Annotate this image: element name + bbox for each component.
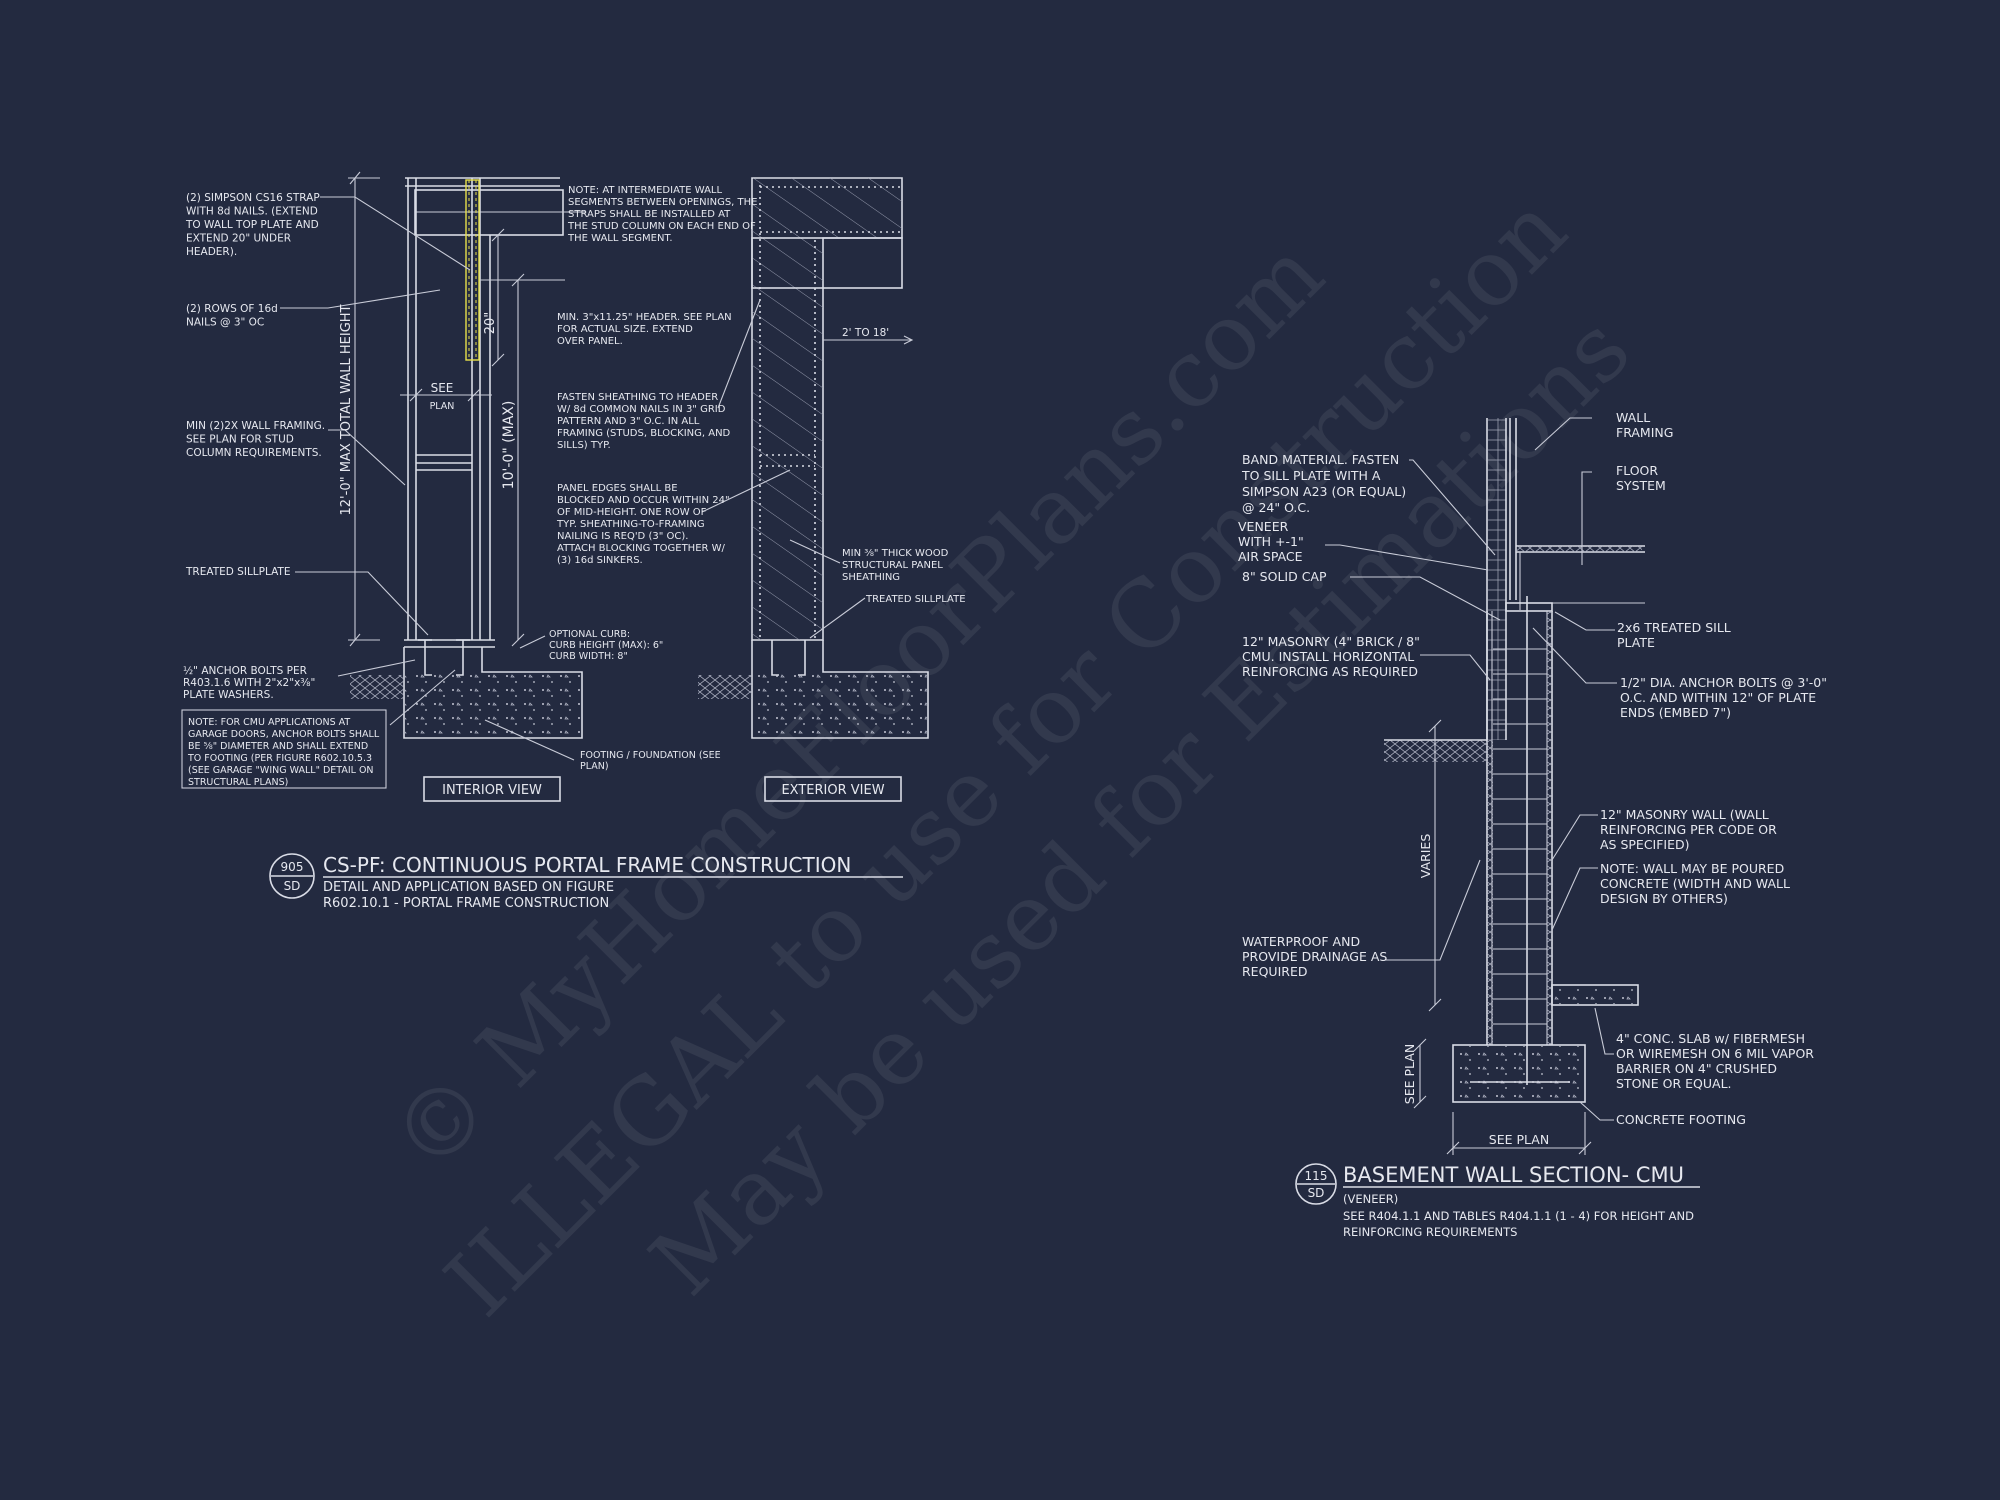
detail-bubble-905 xyxy=(269,853,315,899)
strap-highlight xyxy=(465,179,480,361)
portal-frame-title-block: 905 SD CS-PF: CONTINUOUS PORTAL FRAME CO… xyxy=(269,853,903,911)
portal-frame-interior-view xyxy=(280,171,585,761)
note-sillplate-2: TREATED SILLPLATE xyxy=(865,594,966,605)
detail-number: 905 xyxy=(281,860,304,874)
basement-title-block: 115 SD BASEMENT WALL SECTION- CMU (VENEE… xyxy=(1295,1163,1700,1239)
note-cap: 8" SOLID CAP xyxy=(1242,569,1327,584)
detail-subtitle-2: R602.10.1 - PORTAL FRAME CONSTRUCTION xyxy=(323,896,609,911)
basement-dimensions: VARIES SEE PLAN SEE PLAN xyxy=(1402,834,1549,1147)
basement-subtitle-1: SEE R404.1.1 AND TABLES R404.1.1 (1 - 4)… xyxy=(1343,1209,1694,1223)
dim-varies: VARIES xyxy=(1418,834,1433,879)
dim-see-plan-horizontal: SEE PLAN xyxy=(1489,1132,1549,1147)
basement-detail-number: 115 xyxy=(1305,1169,1328,1183)
basement-subtitle-2: REINFORCING REQUIREMENTS xyxy=(1343,1225,1517,1239)
dim-see-plan-vertical: SEE PLAN xyxy=(1402,1044,1417,1104)
dim-2-to-18: 2' TO 18' xyxy=(842,327,889,339)
detail-title: CS-PF: CONTINUOUS PORTAL FRAME CONSTRUCT… xyxy=(323,853,851,877)
cmu-courses xyxy=(1493,648,1547,1025)
label-exterior-view: EXTERIOR VIEW xyxy=(781,783,884,798)
note-framing: MIN (2)2X WALL FRAMING.SEE PLAN FOR STUD… xyxy=(186,420,325,459)
portal-frame-dimensions: 12'-0" MAX TOTAL WALL HEIGHT 10'-0" (MAX… xyxy=(339,304,889,515)
dim-total-height: 12'-0" MAX TOTAL WALL HEIGHT xyxy=(339,304,354,515)
detail-subtitle-1: DETAIL AND APPLICATION BASED ON FIGURE xyxy=(323,880,614,895)
portal-frame-view-labels: INTERIOR VIEW EXTERIOR VIEW xyxy=(423,776,902,802)
note-cmu-box xyxy=(181,709,387,789)
basement-detail-sheet: SD xyxy=(1308,1186,1325,1200)
portal-frame-exterior-view xyxy=(698,177,929,739)
note-bolts: 1/2" DIA. ANCHOR BOLTS @ 3'-0"O.C. AND W… xyxy=(1620,675,1827,720)
label-interior-view: INTERIOR VIEW xyxy=(442,783,542,798)
basement-detail-title: BASEMENT WALL SECTION- CMU xyxy=(1343,1163,1684,1187)
basement-subtitle-0: (VENEER) xyxy=(1343,1192,1398,1206)
detail-sheet: SD xyxy=(284,879,301,893)
basement-wall-section xyxy=(1325,417,1645,1155)
dim-see: SEE xyxy=(431,381,454,395)
note-concrete-footing: CONCRETE FOOTING xyxy=(1616,1112,1746,1127)
note-curb: OPTIONAL CURB:CURB HEIGHT (MAX): 6"CURB … xyxy=(549,629,663,662)
detail-bubble-115 xyxy=(1295,1163,1337,1205)
note-masonry-12: 12" MASONRY (4" BRICK / 8"CMU. INSTALL H… xyxy=(1242,634,1420,679)
dim-max-height: 10'-0" (MAX) xyxy=(501,401,517,490)
dim-plan: PLAN xyxy=(430,401,455,412)
note-sillplate: TREATED SILLPLATE xyxy=(185,566,290,578)
dim-20: 20" xyxy=(483,312,498,335)
